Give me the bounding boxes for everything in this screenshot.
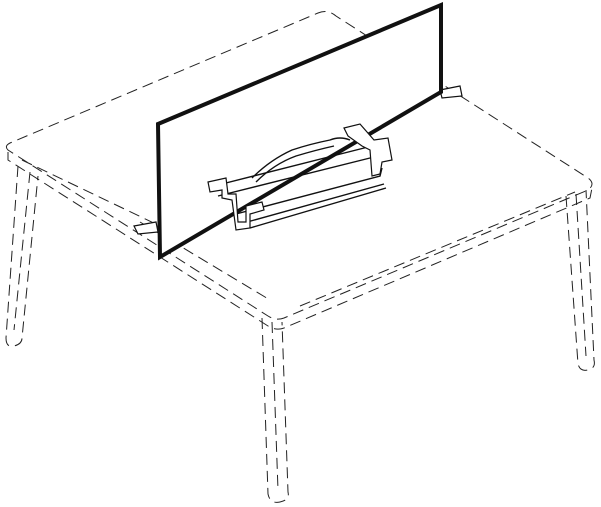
left-leg: [5, 165, 39, 347]
left-clamp: [133, 221, 159, 235]
front-leg: [261, 317, 289, 503]
table-top: [5, 11, 593, 330]
right-leg: [565, 189, 595, 371]
cable-wave: [251, 137, 351, 183]
cable-tray-rail-bottom: [235, 167, 387, 229]
table-top-lower-edge: [7, 152, 593, 330]
left-bracket: [207, 177, 265, 231]
screen-panel: [155, 1, 443, 261]
cable-tray: [207, 123, 393, 231]
table-top-upper-edge: [5, 11, 593, 320]
table-legs: [5, 165, 595, 503]
right-bracket: [343, 123, 393, 177]
table-top-inner-edge: [21, 159, 576, 307]
right-clamp: [439, 85, 463, 99]
cable-tray-rail-top: [213, 145, 379, 197]
